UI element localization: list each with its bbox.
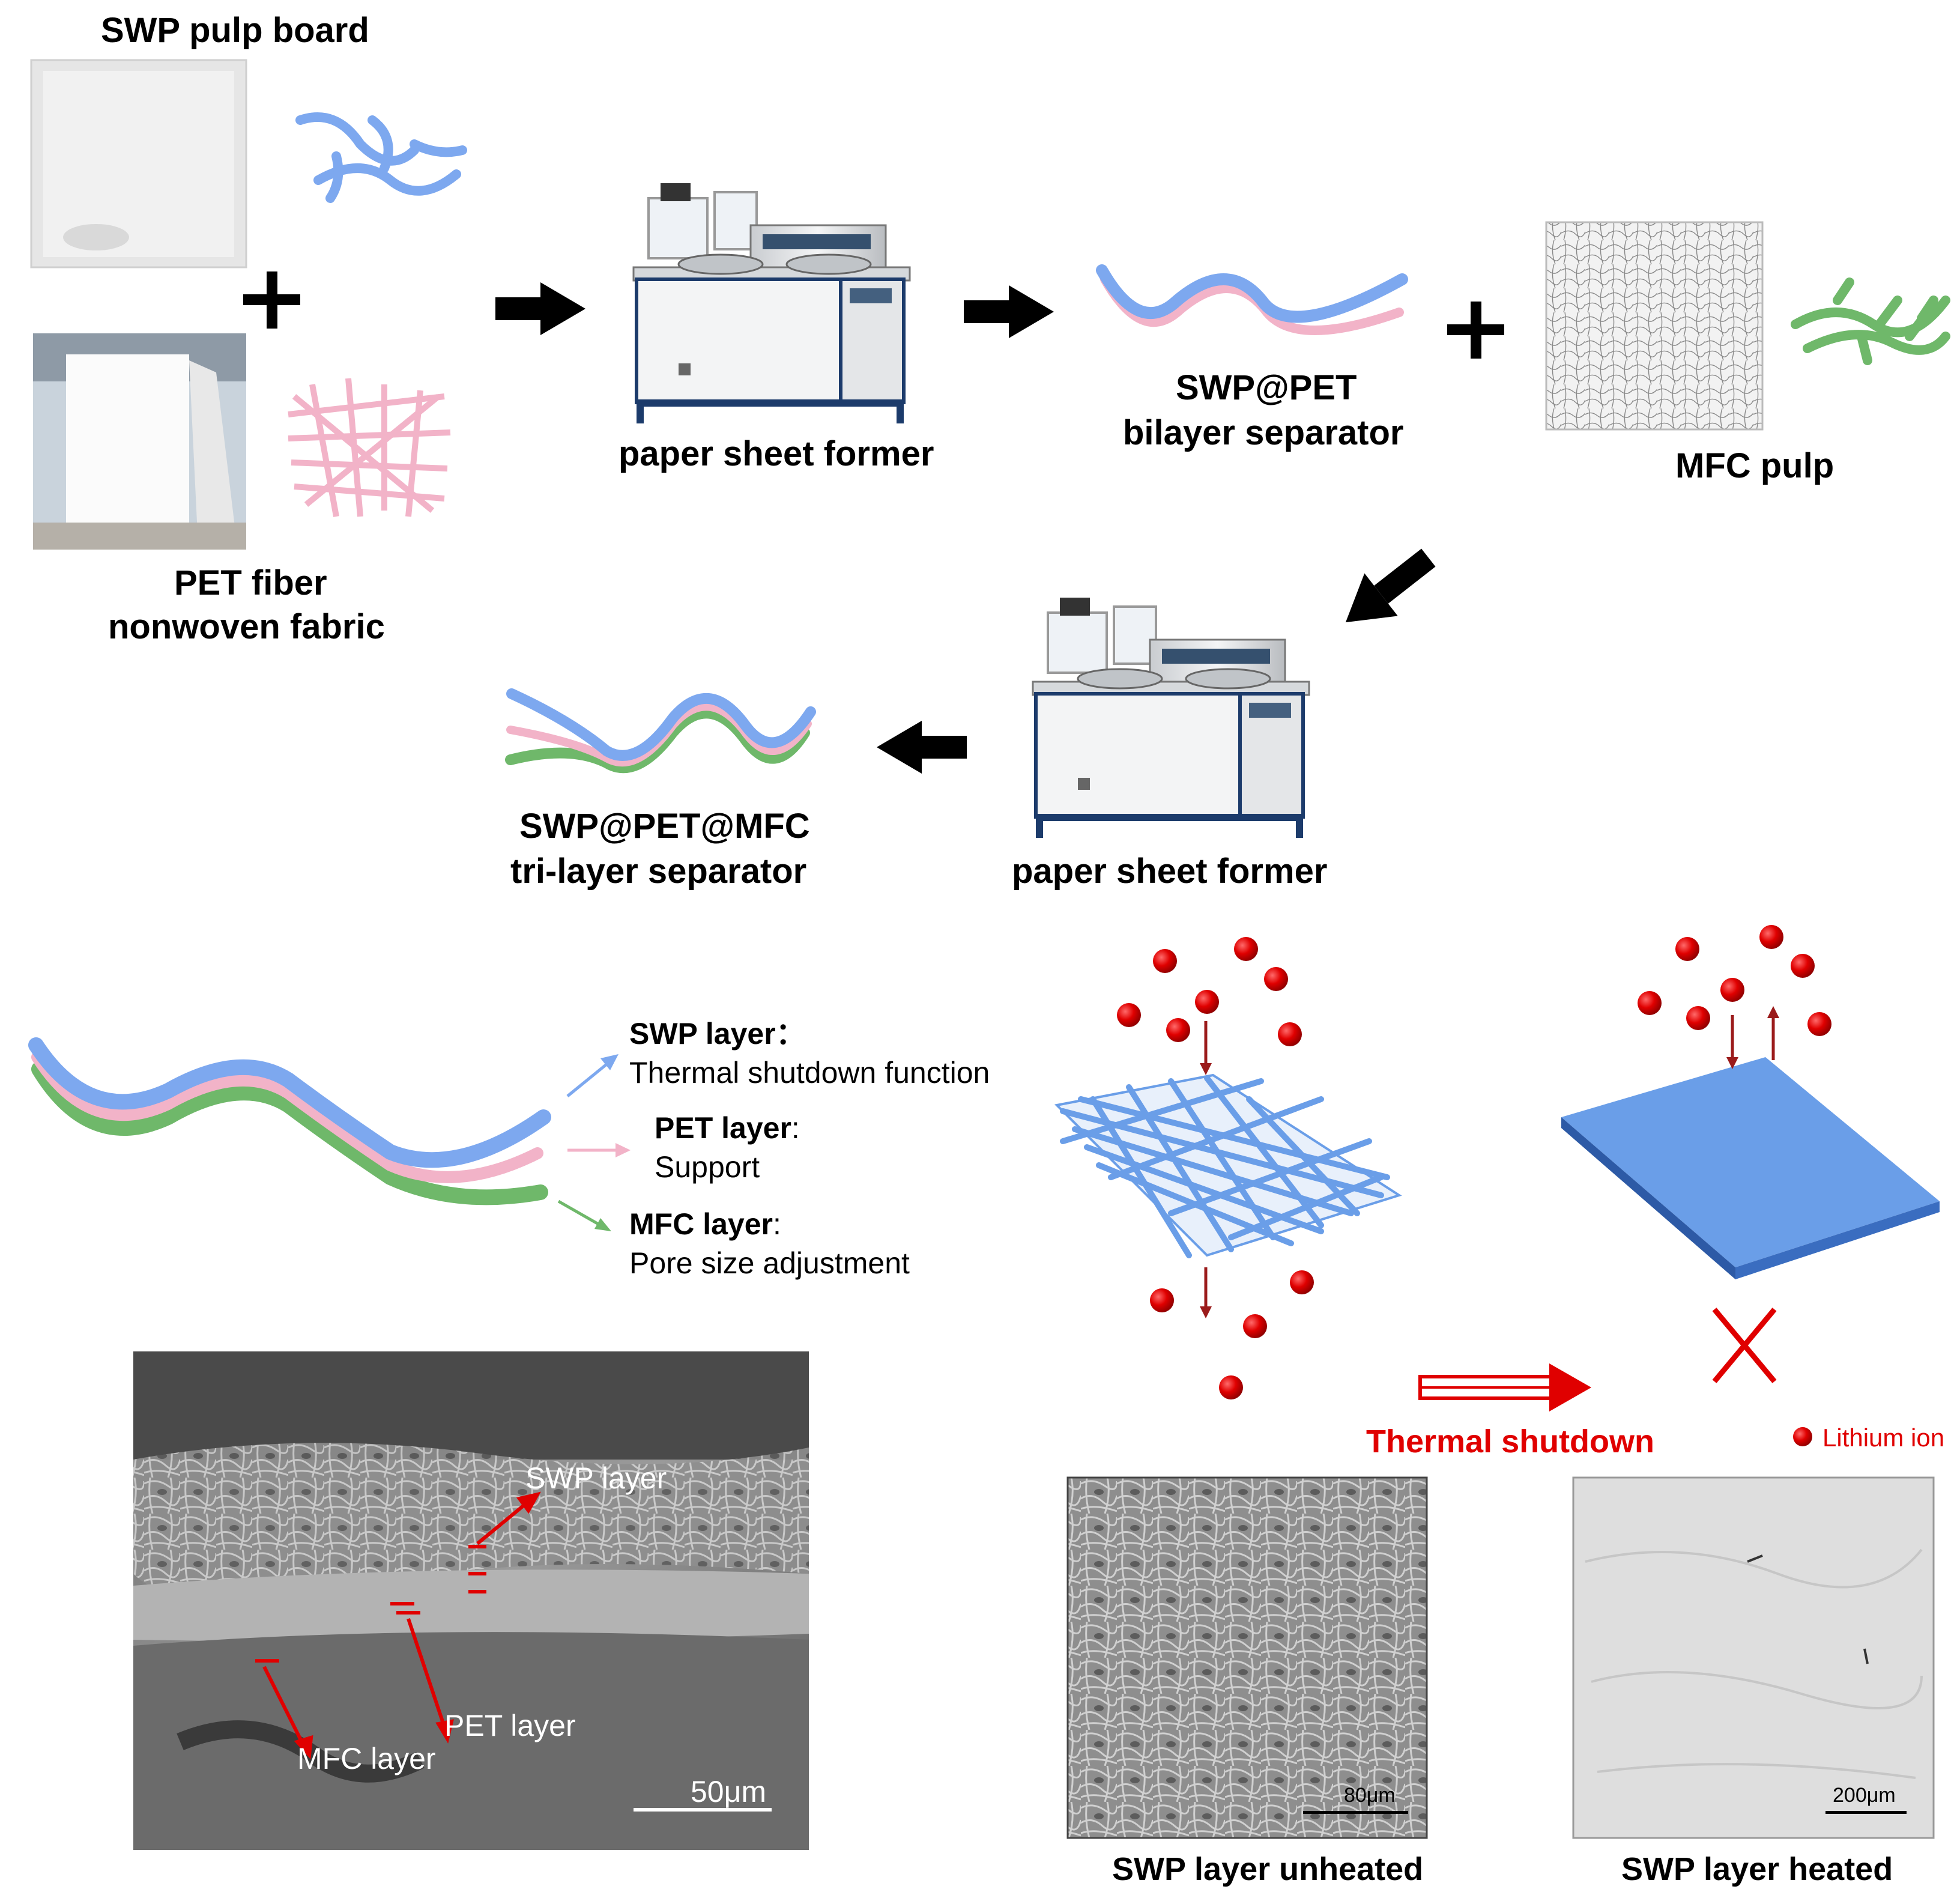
process-arrow-3 bbox=[1345, 548, 1436, 623]
thermal-shutdown-title: Thermal shutdown bbox=[1366, 1424, 1654, 1460]
thermal-shutdown-arrow bbox=[1418, 1363, 1591, 1411]
mfc-layer-colon: : bbox=[773, 1207, 781, 1241]
blocked-x-icon bbox=[1712, 1308, 1777, 1383]
sem-mfc-label: MFC layer bbox=[297, 1742, 436, 1775]
bilayer-label-line2: bilayer separator bbox=[1123, 413, 1403, 452]
swp-fiber-icon bbox=[295, 112, 467, 203]
pet-fiber-mesh-icon bbox=[288, 378, 451, 517]
sem-pet-label: PET layer bbox=[444, 1709, 576, 1742]
sem-unheated-scale: 80μm bbox=[1344, 1784, 1396, 1807]
trilayer-separator-illustration bbox=[505, 688, 816, 774]
plus-icon bbox=[243, 271, 300, 329]
trilayer-label-line2: tri-layer separator bbox=[510, 852, 806, 891]
bilayer-label-line1: SWP@PET bbox=[1176, 368, 1357, 407]
pet-layer-colon: : bbox=[791, 1111, 800, 1145]
porous-fiber-membrane bbox=[1054, 1073, 1402, 1258]
former1-label: paper sheet former bbox=[619, 434, 934, 473]
plus-icon bbox=[1447, 302, 1504, 359]
sem-unheated-label: SWP layer unheated bbox=[1112, 1851, 1423, 1887]
process-arrow-1 bbox=[495, 282, 585, 335]
pet-fiber-label-line2: nonwoven fabric bbox=[108, 607, 385, 646]
mfc-fiber-icon bbox=[1791, 277, 1950, 365]
pet-fiber-label-line1: PET fiber bbox=[174, 563, 327, 602]
lithium-ion-legend-dot bbox=[1793, 1427, 1812, 1446]
paper-sheet-former-1 bbox=[632, 183, 911, 423]
trilayer-label-line1: SWP@PET@MFC bbox=[519, 807, 810, 846]
bilayer-separator-illustration bbox=[1096, 264, 1408, 335]
mfc-layer-title: MFC layer bbox=[629, 1207, 773, 1241]
ion-flow-arrows-left bbox=[1200, 1021, 1212, 1318]
sem-unheated bbox=[1066, 1476, 1428, 1839]
lithium-ions-right bbox=[1638, 925, 1831, 1036]
pet-layer-title: PET layer bbox=[655, 1111, 791, 1145]
closed-membrane bbox=[1561, 1057, 1940, 1279]
swp-layer-title: SWP layer： bbox=[629, 1017, 806, 1051]
lithium-ion-legend: Lithium ion bbox=[1822, 1424, 1944, 1452]
pet-layer-desc: Support bbox=[655, 1150, 760, 1184]
mfc-layer-desc: Pore size adjustment bbox=[629, 1246, 910, 1280]
sem-cross-section bbox=[133, 1351, 809, 1850]
layered-membrane-illustration bbox=[28, 1037, 551, 1205]
sem-heated bbox=[1572, 1476, 1935, 1839]
mfc-pulp-label: MFC pulp bbox=[1675, 446, 1834, 485]
pet-fabric-photo bbox=[33, 333, 246, 550]
lithium-ions-left bbox=[1117, 937, 1314, 1399]
pet-layer-line: PET layer: bbox=[655, 1111, 800, 1145]
former2-label: paper sheet former bbox=[1012, 852, 1327, 891]
paper-sheet-former-2 bbox=[1032, 598, 1310, 838]
swp-layer-desc: Thermal shutdown function bbox=[629, 1056, 990, 1090]
mfc-pulp-micrograph bbox=[1545, 221, 1764, 431]
mfc-layer-line: MFC layer: bbox=[629, 1207, 781, 1241]
sem-heated-scale: 200μm bbox=[1833, 1784, 1896, 1807]
sem-heated-label: SWP layer heated bbox=[1621, 1851, 1893, 1887]
swp-pulp-board-label: SWP pulp board bbox=[101, 11, 369, 50]
legend-arrows bbox=[557, 1054, 631, 1231]
process-arrow-4 bbox=[877, 721, 967, 774]
sem-scale-50: 50μm bbox=[691, 1775, 766, 1809]
ion-flow-arrows-right bbox=[1726, 1006, 1779, 1069]
swp-pulp-board-photo bbox=[30, 59, 247, 268]
sem-swp-label: SWP layer bbox=[525, 1461, 667, 1495]
process-arrow-2 bbox=[964, 285, 1054, 338]
